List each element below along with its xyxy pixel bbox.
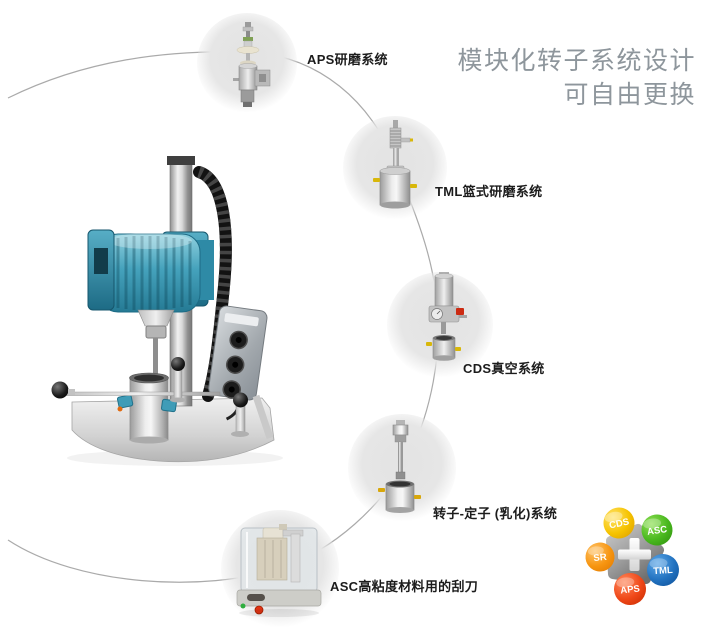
machine-column-cap (167, 156, 195, 165)
control-box-label (224, 313, 259, 327)
machine-motor (87, 229, 214, 313)
callout-circle-asc (221, 510, 339, 628)
asc-product-image (236, 524, 322, 617)
plus-icon (618, 538, 651, 571)
callout-circle-aps (197, 13, 297, 113)
logo-badge-tml: TML (647, 554, 679, 586)
svg-text:APS: APS (620, 584, 641, 597)
machine-base-plate (71, 397, 275, 463)
page-title: 模块化转子系统设计 可自由更换 (457, 44, 696, 112)
callout-circle-cds (387, 272, 493, 378)
svg-text:CDS: CDS (608, 517, 630, 532)
callout-circle-rotor (348, 414, 456, 522)
callout-label-tml: TML篮式研磨系统 (435, 184, 543, 199)
main-product-image (51, 156, 283, 466)
machine-vessel (116, 372, 177, 444)
callout-label-aps: APS研磨系统 (307, 52, 388, 67)
logo-badge-asc: ASC (641, 514, 673, 546)
machine-strut (252, 394, 274, 440)
callout-label-rotor: 转子-定子 (乳化)系统 (433, 506, 558, 521)
vessel-clamps (116, 394, 177, 413)
tml-product-image (373, 120, 417, 209)
control-knobs (222, 330, 248, 399)
svg-text:TML: TML (653, 565, 673, 577)
page-title-line-2: 可自由更换 (563, 81, 696, 109)
svg-text:ASC: ASC (646, 524, 668, 538)
callout-label-cds: CDS真空系统 (463, 361, 545, 376)
aps-product-image (233, 22, 271, 107)
callout-circle-tml (343, 116, 447, 220)
logo-badge-aps: APS (614, 573, 646, 605)
page-title-line-1: 模块化转子系统设计 (457, 47, 696, 75)
machine-control-box (208, 305, 268, 421)
callout-label-asc: ASC高粘度材料用的刮刀 (330, 579, 479, 594)
rotor-stator-product-image (378, 420, 421, 513)
logo-badge-sr: SR (585, 542, 615, 572)
cds-product-image (426, 272, 467, 361)
logo-badge-cds: CDS (603, 507, 635, 539)
svg-text:SR: SR (593, 552, 607, 564)
machine-handles (51, 357, 249, 437)
modular-system-logo: CDS ASC SR TML APS (585, 507, 679, 605)
